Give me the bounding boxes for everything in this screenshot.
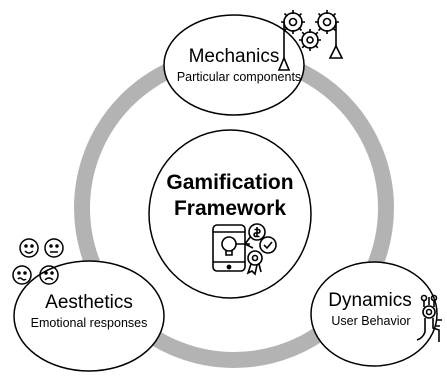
center-title-line1: Gamification	[166, 171, 294, 194]
dynamics-ellipse	[310, 261, 438, 367]
center-title: Gamification Framework	[150, 170, 310, 222]
phone-idea-award-icon	[212, 223, 277, 276]
mechanics-ellipse	[163, 14, 305, 116]
smiley-faces-icon	[12, 238, 64, 285]
mechanics-subtitle: Particular components	[176, 70, 302, 84]
aesthetics-title: Aesthetics	[45, 292, 133, 313]
gears-pulley-icon	[277, 10, 344, 71]
dynamics-subtitle: User Behavior	[331, 314, 411, 328]
aesthetics-ellipse	[13, 260, 165, 372]
center-ellipse	[148, 129, 312, 299]
mechanics-title: Mechanics	[188, 46, 280, 67]
aesthetics-subtitle: Emotional responses	[30, 316, 148, 330]
dynamics-title: Dynamics	[328, 290, 412, 311]
center-title-line2: Framework	[173, 197, 287, 220]
hand-tap-icon	[416, 294, 442, 342]
